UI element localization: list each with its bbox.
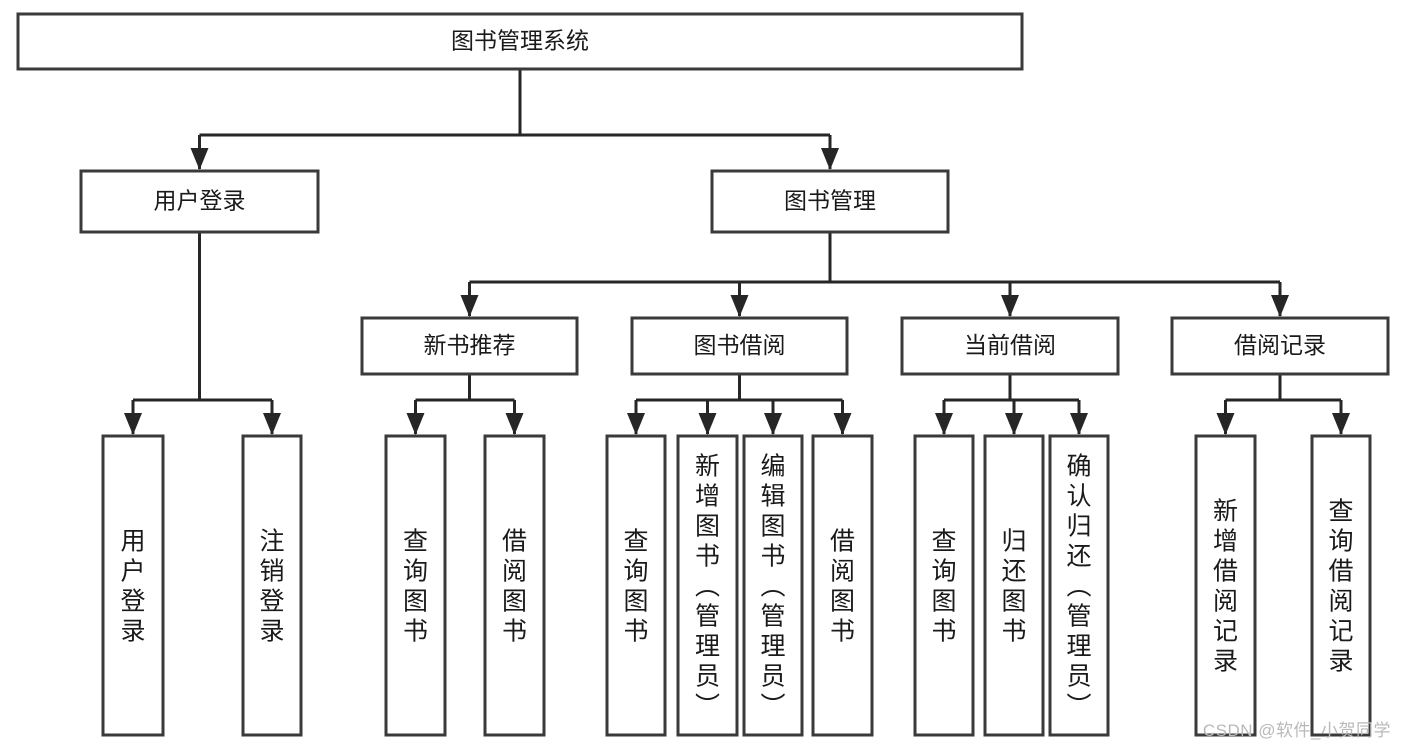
arrow-head-leaf-query-book-3 [935, 413, 953, 435]
arrow-head-leaf-return-book [1005, 413, 1023, 435]
node-leaf-add-book-label: 新增图书︵管理员︶ [695, 453, 720, 721]
node-leaf-add-book-box [676, 434, 739, 737]
arrow-head-current-borrow [1001, 295, 1019, 317]
node-book-manage[interactable]: 图书管理 [710, 169, 950, 234]
node-leaf-add-book[interactable]: 新增图书︵管理员︶ [676, 434, 739, 737]
node-leaf-borrow-book-2[interactable]: 借阅图书 [811, 434, 874, 737]
node-leaf-user-login-label: 用户登录 [120, 528, 145, 646]
node-user-login[interactable]: 用户登录 [79, 169, 320, 234]
node-leaf-query-book-3-label: 查询图书 [931, 528, 956, 646]
node-book-borrow-box [630, 316, 849, 376]
node-leaf-confirm-return[interactable]: 确认归还︵管理员︶ [1048, 434, 1110, 737]
node-leaf-confirm-return-label: 确认归还︵管理员︶ [1066, 453, 1091, 721]
arrow-head-new-book-recommend [460, 295, 479, 317]
node-leaf-borrow-book-1[interactable]: 借阅图书 [483, 434, 546, 737]
node-book-manage-label: 图书管理 [784, 188, 876, 214]
node-current-borrow[interactable]: 当前借阅 [900, 316, 1120, 376]
node-borrow-record[interactable]: 借阅记录 [1170, 316, 1390, 376]
node-book-manage-box [710, 169, 950, 234]
node-user-login-box [79, 169, 320, 234]
arrow-head-leaf-edit-book [764, 413, 782, 435]
node-leaf-add-record-box [1194, 434, 1257, 737]
node-leaf-query-record-box [1310, 434, 1372, 737]
node-leaf-user-logout[interactable]: 注销登录 [241, 434, 303, 737]
node-borrow-record-box [1170, 316, 1390, 376]
node-book-borrow[interactable]: 图书借阅 [630, 316, 849, 376]
connector-layer [124, 69, 1350, 435]
arrow-head-book-borrow [730, 295, 749, 317]
node-leaf-query-book-1-label: 查询图书 [403, 528, 428, 646]
arrow-head-leaf-query-book-2 [627, 413, 645, 435]
node-root-label: 图书管理系统 [451, 28, 589, 54]
arrow-head-leaf-borrow-book-1 [505, 413, 524, 435]
node-user-login-label: 用户登录 [154, 188, 246, 214]
arrow-head-leaf-add-book [698, 413, 717, 435]
arrow-head-leaf-user-logout [263, 413, 281, 435]
node-borrow-record-label: 借阅记录 [1234, 332, 1326, 358]
node-leaf-edit-book[interactable]: 编辑图书︵管理员︶ [742, 434, 804, 737]
arrow-head-leaf-confirm-return [1070, 413, 1088, 435]
node-root[interactable]: 图书管理系统 [16, 12, 1024, 71]
node-leaf-query-book-1[interactable]: 查询图书 [384, 434, 447, 737]
node-leaf-user-login[interactable]: 用户登录 [101, 434, 165, 737]
node-leaf-return-book-label: 归还图书 [1001, 528, 1026, 646]
arrow-head-leaf-query-record [1332, 413, 1350, 435]
node-root-box [16, 12, 1024, 71]
node-leaf-borrow-book-1-box [483, 434, 546, 737]
node-new-book-recommend-box [360, 316, 579, 376]
node-leaf-user-logout-label: 注销登录 [259, 528, 284, 646]
arrow-head-book-manage [821, 148, 839, 170]
node-leaf-query-book-3[interactable]: 查询图书 [913, 434, 975, 737]
node-leaf-query-book-1-box [384, 434, 447, 737]
node-new-book-recommend-label: 新书推荐 [424, 332, 516, 358]
node-leaf-user-login-box [101, 434, 165, 737]
node-leaf-query-record-label: 查询借阅记录 [1328, 498, 1353, 676]
node-leaf-confirm-return-box [1048, 434, 1110, 737]
arrow-head-leaf-user-login [124, 413, 142, 435]
node-book-borrow-label: 图书借阅 [694, 332, 786, 358]
node-leaf-add-record-label: 新增借阅记录 [1213, 498, 1238, 676]
arrow-head-leaf-borrow-book-2 [833, 413, 852, 435]
node-leaf-borrow-book-1-label: 借阅图书 [502, 528, 527, 646]
node-leaf-borrow-book-2-label: 借阅图书 [830, 528, 855, 646]
node-layer: 图书管理系统用户登录图书管理新书推荐图书借阅当前借阅借阅记录用户登录注销登录查询… [16, 12, 1390, 737]
node-leaf-user-logout-box [241, 434, 303, 737]
arrow-head-leaf-query-book-1 [406, 413, 425, 435]
node-leaf-return-book-box [983, 434, 1045, 737]
node-leaf-return-book[interactable]: 归还图书 [983, 434, 1045, 737]
node-leaf-query-book-2-label: 查询图书 [623, 528, 648, 646]
node-leaf-edit-book-label: 编辑图书︵管理员︶ [760, 453, 785, 721]
node-leaf-add-record[interactable]: 新增借阅记录 [1194, 434, 1257, 737]
node-leaf-borrow-book-2-box [811, 434, 874, 737]
node-current-borrow-box [900, 316, 1120, 376]
arrow-head-user-login [190, 148, 209, 170]
node-current-borrow-label: 当前借阅 [964, 332, 1056, 358]
node-leaf-query-book-2-box [605, 434, 667, 737]
node-leaf-edit-book-box [742, 434, 804, 737]
node-new-book-recommend[interactable]: 新书推荐 [360, 316, 579, 376]
arrow-head-borrow-record [1271, 295, 1289, 317]
node-leaf-query-book-3-box [913, 434, 975, 737]
node-leaf-query-record[interactable]: 查询借阅记录 [1310, 434, 1372, 737]
node-leaf-query-book-2[interactable]: 查询图书 [605, 434, 667, 737]
arrow-head-leaf-add-record [1216, 413, 1235, 435]
